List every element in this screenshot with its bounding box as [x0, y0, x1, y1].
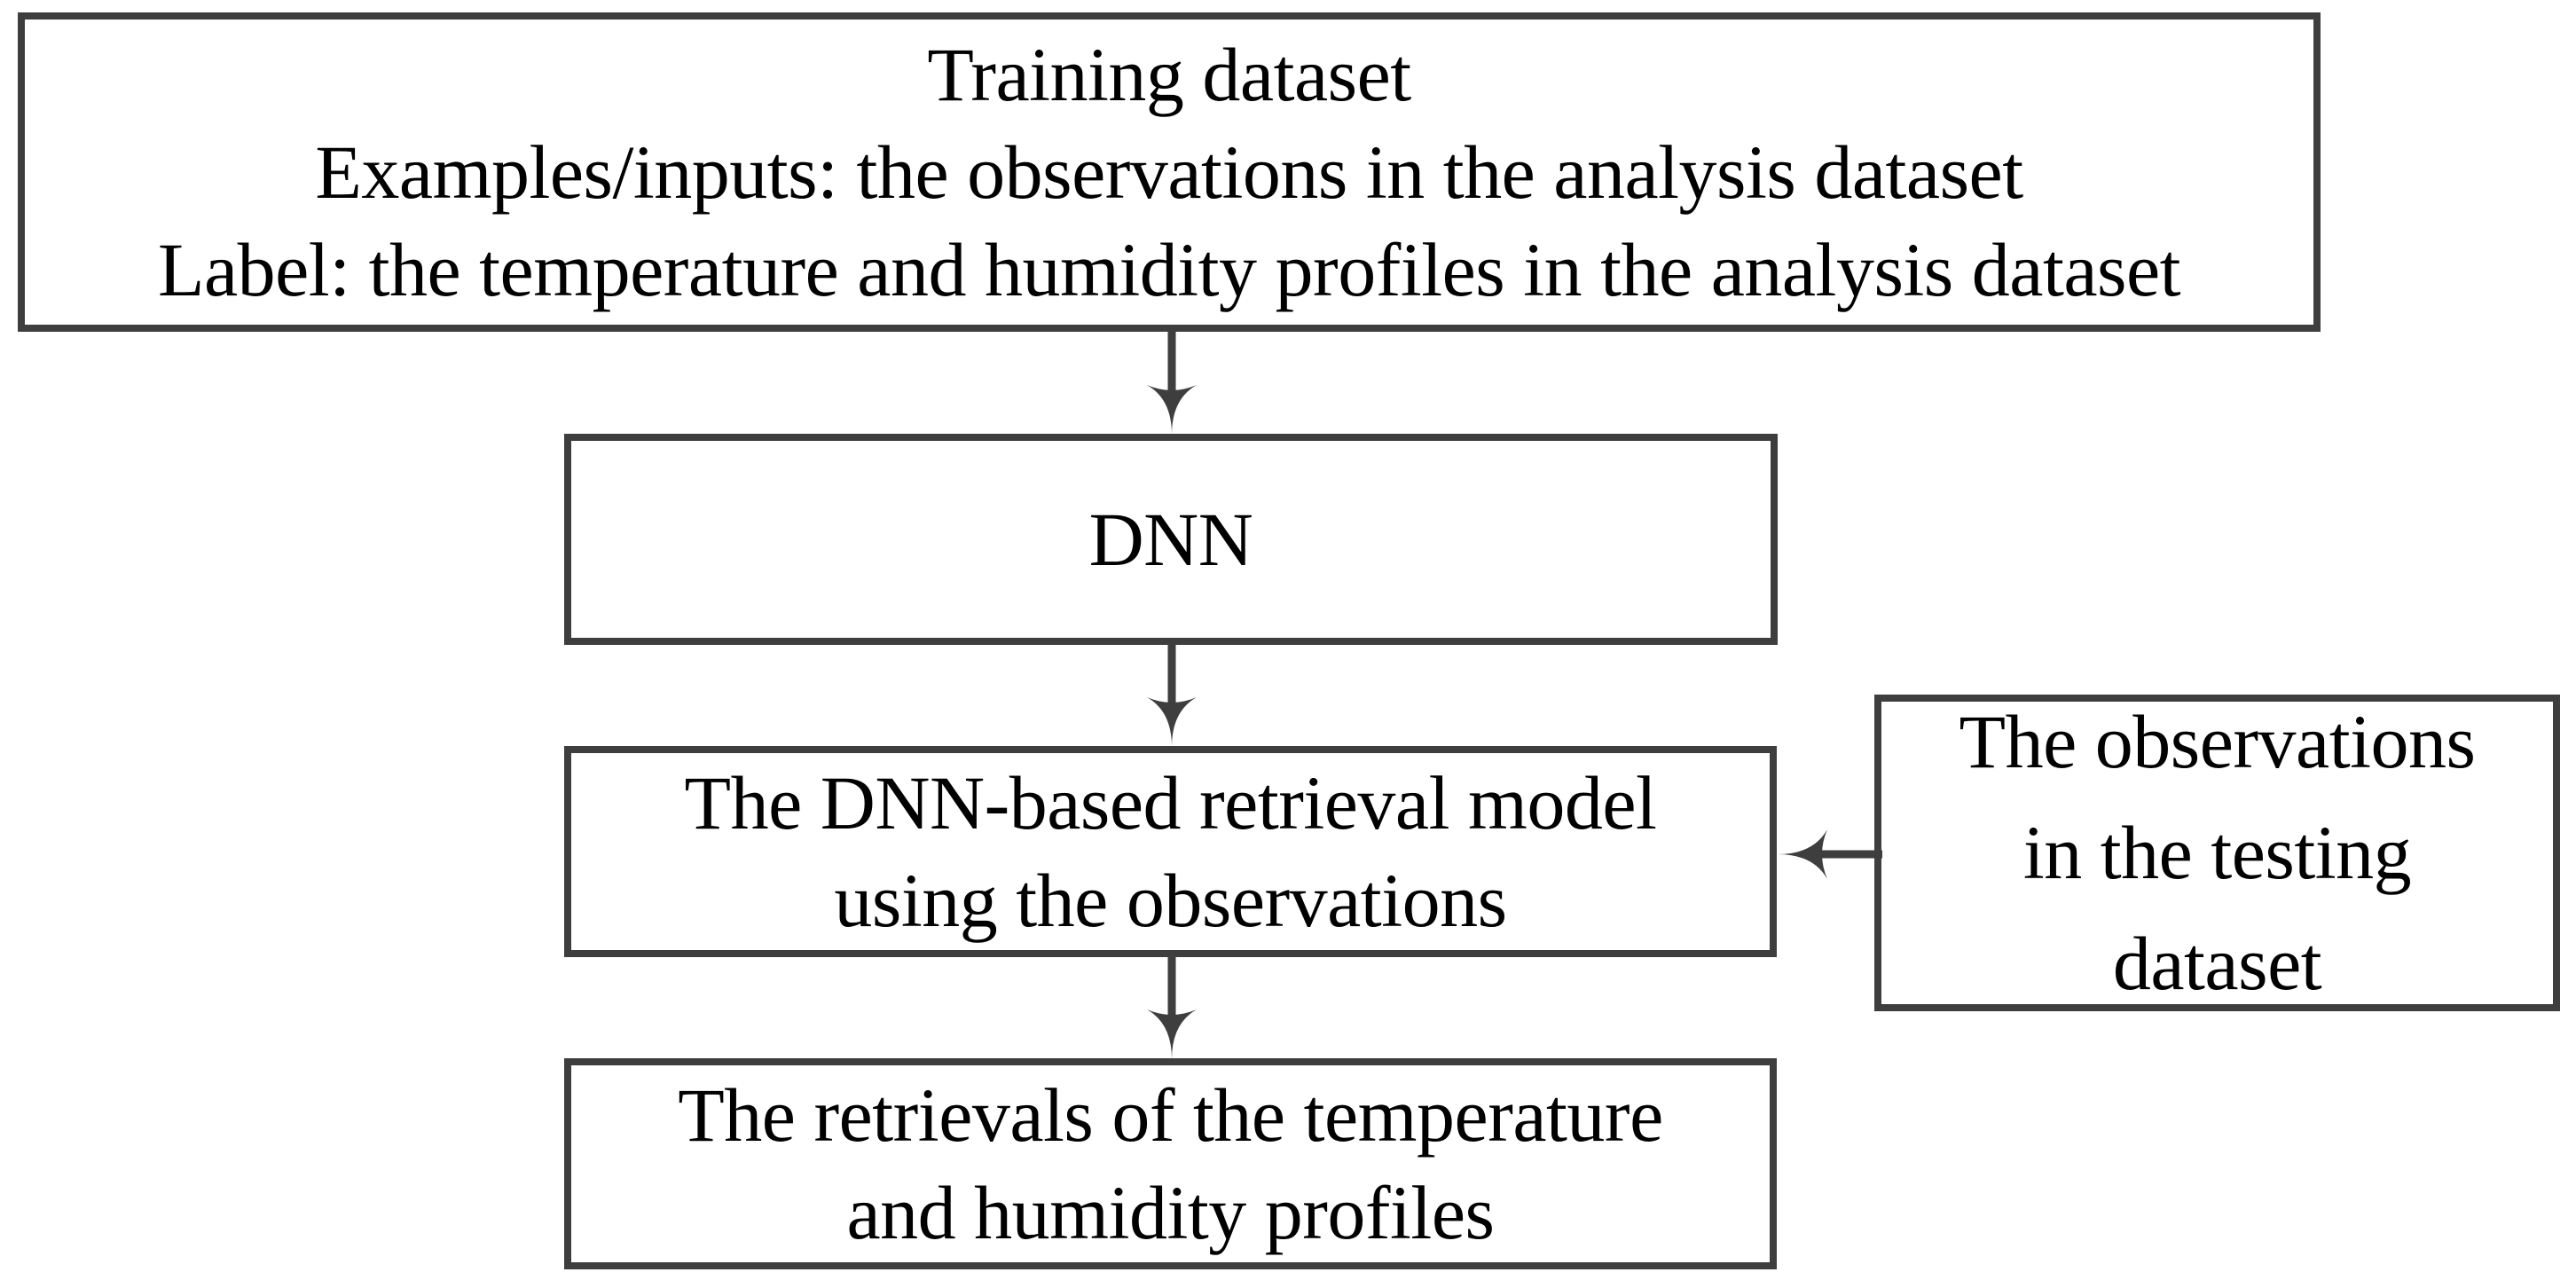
node-training-dataset[interactable]: Training dataset Examples/inputs: the ob… [18, 12, 2321, 332]
node-retrieval-model-line-1: The DNN-based retrieval model [684, 759, 1657, 845]
node-retrieval-model[interactable]: The DNN-based retrieval model using the … [564, 746, 1777, 957]
node-retrievals[interactable]: The retrievals of the temperature and hu… [564, 1058, 1777, 1269]
node-retrieval-model-line-2: using the observations [834, 858, 1507, 943]
node-training-dataset-line-3: Label: the temperature and humidity prof… [157, 227, 2181, 313]
node-training-dataset-line-1: Training dataset [927, 31, 1411, 117]
node-testing-observations-line-3: dataset [2112, 920, 2322, 1006]
node-dnn-line-1: DNN [1088, 496, 1253, 582]
arrow-retrieval-model-to-retrievals [1139, 953, 1205, 1063]
arrow-dnn-to-retrieval-model [1139, 640, 1205, 750]
node-training-dataset-line-2: Examples/inputs: the observations in the… [315, 129, 2023, 215]
node-dnn[interactable]: DNN [564, 434, 1778, 645]
node-testing-observations-line-2: in the testing [2022, 810, 2412, 896]
arrow-training-dataset-to-dnn [1139, 328, 1205, 438]
node-retrievals-line-2: and humidity profiles [846, 1170, 1495, 1255]
node-testing-observations[interactable]: The observations in the testing dataset [1874, 695, 2560, 1011]
node-testing-observations-line-1: The observations [1959, 699, 2476, 785]
node-retrievals-line-1: The retrievals of the temperature [678, 1072, 1663, 1158]
arrow-testing-observations-to-retrieval-model [1771, 821, 1882, 887]
